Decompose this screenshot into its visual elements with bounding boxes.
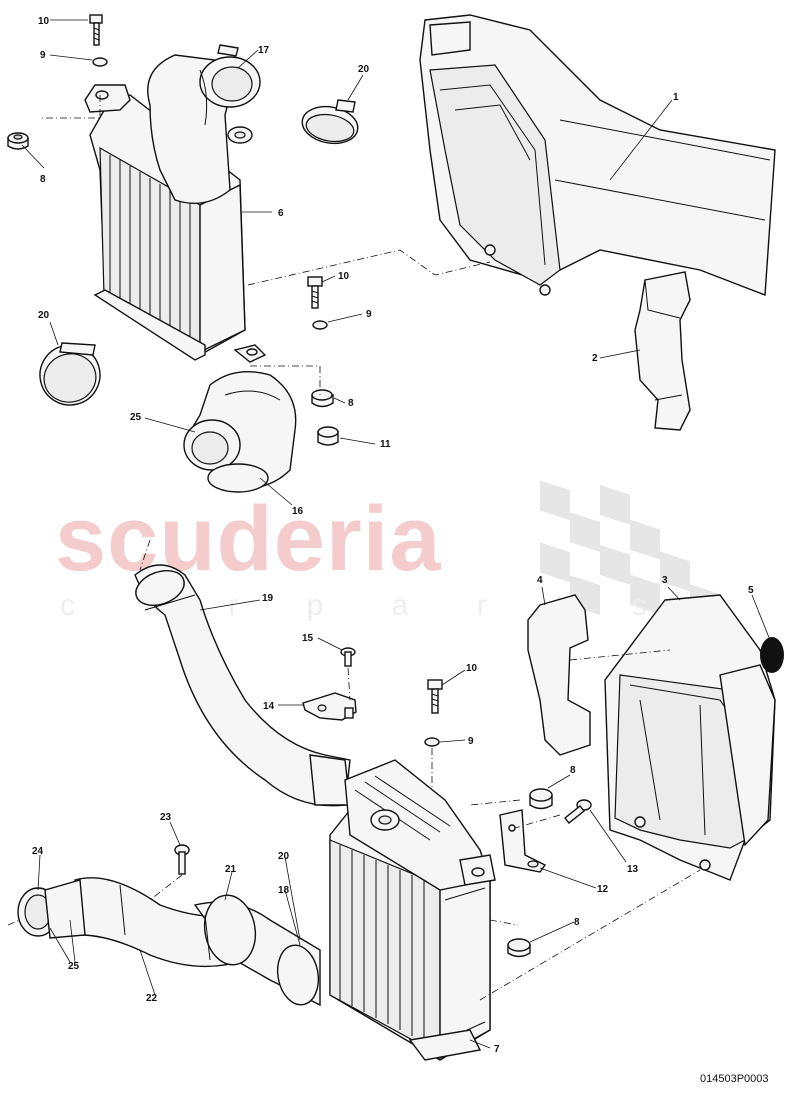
callout-14: 14 xyxy=(263,701,275,712)
mounting-bracket-part xyxy=(499,809,547,873)
hose-clamp-part xyxy=(39,342,101,406)
screw-part xyxy=(340,647,356,667)
callout-16: 16 xyxy=(292,506,304,517)
construction-lines xyxy=(7,95,701,1001)
callout-8: 8 xyxy=(574,917,580,928)
nut-part xyxy=(317,426,339,446)
callout-9: 9 xyxy=(40,50,46,61)
callout-20: 20 xyxy=(358,64,370,75)
callout-labels: 10 9 8 17 20 1 6 10 9 20 2 8 25 11 16 19… xyxy=(32,16,754,1055)
callout-25: 25 xyxy=(130,412,142,423)
hose-lower-bend xyxy=(183,370,297,493)
callout-7: 7 xyxy=(494,1044,500,1055)
grommet-part xyxy=(529,788,553,810)
callout-4: 4 xyxy=(537,575,543,586)
hose-clamp-part xyxy=(301,99,359,145)
long-hose-part xyxy=(134,564,351,807)
bolt-part xyxy=(307,276,323,309)
callout-6: 6 xyxy=(278,208,284,219)
callout-13: 13 xyxy=(627,864,639,875)
hose-upper-bend xyxy=(147,44,261,204)
callout-8: 8 xyxy=(348,398,354,409)
bolt-part xyxy=(427,679,443,714)
screw-part xyxy=(174,844,190,875)
callout-20: 20 xyxy=(38,310,50,321)
screw-part xyxy=(564,799,592,824)
washer-part xyxy=(424,737,440,747)
bracket-part xyxy=(634,271,691,431)
callout-19: 19 xyxy=(262,593,274,604)
washer-part xyxy=(312,320,328,330)
callout-18: 18 xyxy=(278,885,290,896)
air-duct-lower-part xyxy=(604,594,776,881)
callout-23: 23 xyxy=(160,812,172,823)
callout-12: 12 xyxy=(597,884,609,895)
callout-24: 24 xyxy=(32,846,44,857)
callout-9: 9 xyxy=(468,736,474,747)
foam-seal-part xyxy=(760,637,784,673)
callout-2: 2 xyxy=(592,353,598,364)
grommet-part xyxy=(311,389,334,408)
callout-3: 3 xyxy=(662,575,668,586)
callout-1: 1 xyxy=(673,92,679,103)
leader-lines xyxy=(21,19,771,1049)
callout-9: 9 xyxy=(366,309,372,320)
callout-15: 15 xyxy=(302,633,314,644)
callout-10: 10 xyxy=(38,16,50,27)
washer-part xyxy=(92,57,108,67)
watermark-brand: scuderia xyxy=(55,488,441,590)
callout-5: 5 xyxy=(748,585,754,596)
bolt-part xyxy=(89,14,103,46)
callout-10: 10 xyxy=(466,663,478,674)
callout-17: 17 xyxy=(258,45,270,56)
grommet-part xyxy=(507,938,531,958)
callout-25: 25 xyxy=(68,961,80,972)
callout-20: 20 xyxy=(278,851,290,862)
grommet-part xyxy=(7,132,29,150)
intercooler-lower xyxy=(329,759,496,1061)
pressure-sensor-part xyxy=(302,692,357,721)
diagram-reference-code: 014503P0003 xyxy=(700,1073,769,1085)
callout-8: 8 xyxy=(40,174,46,185)
callout-8: 8 xyxy=(570,765,576,776)
callout-21: 21 xyxy=(225,864,237,875)
callout-11: 11 xyxy=(380,439,391,450)
callout-22: 22 xyxy=(146,993,158,1004)
air-duct-part xyxy=(419,14,776,296)
hose-lower-left xyxy=(17,877,321,1007)
heat-shield-part xyxy=(527,594,591,756)
callout-10: 10 xyxy=(338,271,350,282)
